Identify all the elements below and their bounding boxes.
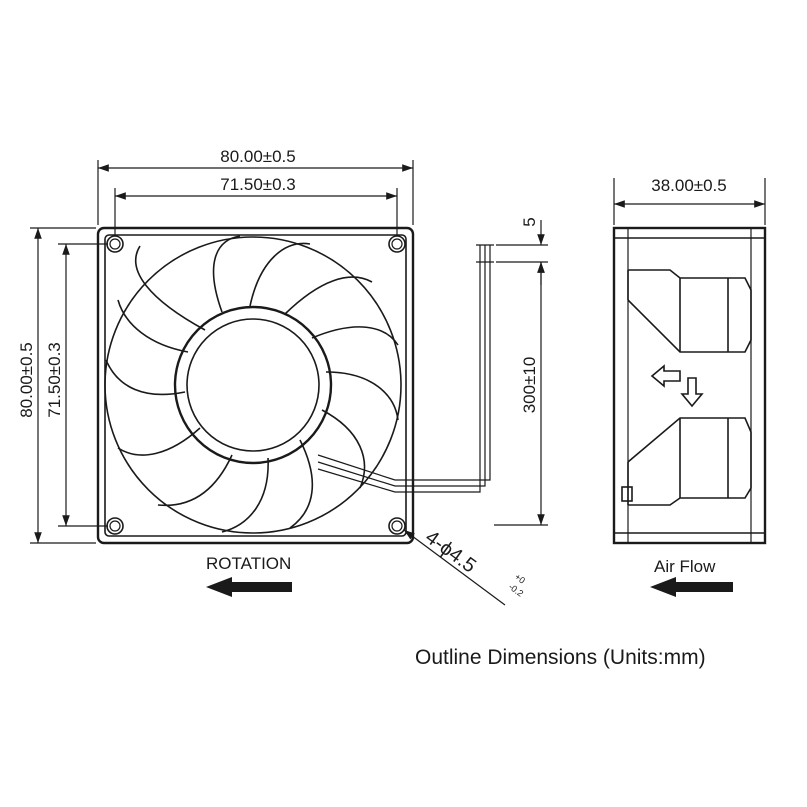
front-view: 80.00±0.5 71.50±0.3 80.00±0.5 71.50±0.3 … (17, 147, 548, 606)
rotation-label: ROTATION (206, 554, 291, 573)
airflow-left-arrow-icon (650, 364, 681, 388)
side-upper-struts (627, 269, 752, 353)
lead-length-label: 300±10 (520, 357, 539, 414)
side-frame (612, 226, 767, 545)
drawing-caption: Outline Dimensions (Units:mm) (415, 646, 706, 669)
hole-tol-lower: -0.2 (507, 582, 525, 599)
impeller-ring (104, 236, 402, 534)
motor-hub-inner (186, 318, 320, 452)
fan-frame-outer (96, 226, 415, 545)
width-outer-label: 80.00±0.5 (220, 147, 296, 166)
mounting-hole-label: 4-ϕ4.5 (421, 526, 480, 577)
height-outer-label: 80.00±0.5 (17, 342, 36, 418)
side-lower-struts (621, 417, 752, 506)
mounting-holes (106, 235, 406, 535)
airflow-down-arrow-icon (680, 377, 704, 408)
rotation-arrow (206, 577, 292, 597)
width-pitch-label: 71.50±0.3 (220, 175, 296, 194)
airflow-label: Air Flow (654, 557, 716, 576)
lead-strip-label: 5 (520, 217, 539, 226)
fan-blades (105, 235, 399, 533)
side-view: 38.00±0.5 Air Flow (612, 176, 767, 597)
height-pitch-label: 71.50±0.3 (45, 342, 64, 418)
airflow-arrow (650, 577, 733, 597)
lead-wires (317, 244, 494, 493)
depth-label: 38.00±0.5 (651, 176, 727, 195)
hole-tol-upper: +0 (513, 572, 527, 586)
motor-hub-outer (173, 305, 333, 465)
